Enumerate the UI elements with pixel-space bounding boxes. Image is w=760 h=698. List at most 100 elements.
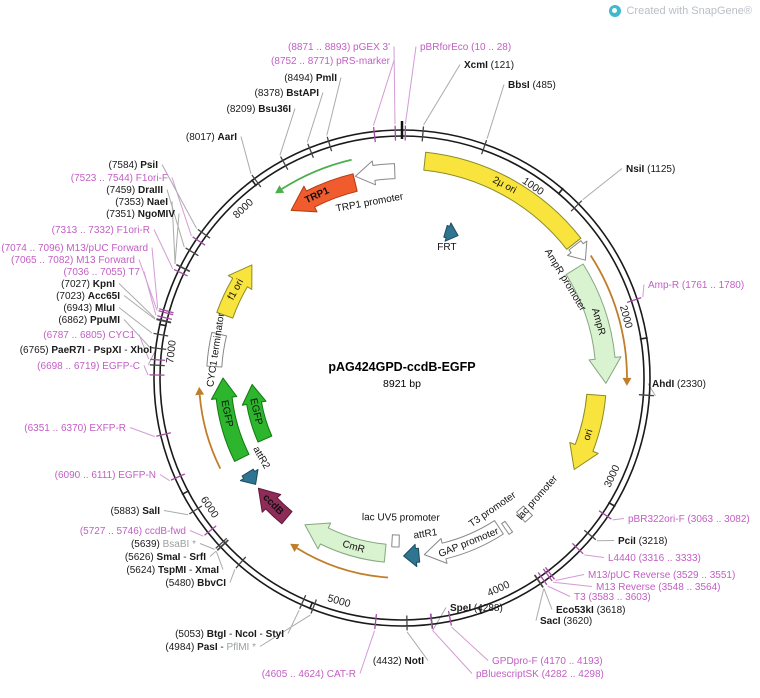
pointer-line-saci xyxy=(535,588,545,621)
site-label-prs-marker[interactable]: (8752 .. 8771) pRS-marker xyxy=(271,56,391,67)
site-label-m13-forward[interactable]: (7065 .. 7082) M13 Forward xyxy=(11,255,135,266)
feature-egfp-inner[interactable] xyxy=(241,384,273,443)
site-label-ahdi[interactable]: AhdI (2330) xyxy=(652,379,706,390)
site-label-m13-reverse[interactable]: M13 Reverse (3548 .. 3564) xyxy=(596,582,721,593)
site-label-bstapi[interactable]: (8378) BstAPI xyxy=(255,88,320,99)
site-label-m13-puc-reverse[interactable]: M13/pUC Reverse (3529 .. 3551) xyxy=(588,570,735,581)
feature-label-ori[interactable]: ori xyxy=(582,428,596,442)
feature-label-egfp[interactable]: EGFP xyxy=(218,399,234,428)
feature-label-attr1[interactable]: attR1 xyxy=(413,527,439,541)
pointer-line-bsabi xyxy=(199,543,215,550)
site-tick-ppumi xyxy=(151,346,167,351)
site-tick-pbr322ori-f xyxy=(598,510,612,520)
site-label-smai-srfi[interactable]: (5626) SmaI - SrfI xyxy=(125,552,206,563)
feature-lac-promoter[interactable] xyxy=(516,505,533,523)
feature-t3-promoter[interactable] xyxy=(501,520,514,535)
pointer-line-bstapi xyxy=(306,92,324,143)
site-label-acc65i[interactable]: (7023) Acc65I xyxy=(56,291,120,302)
feature-attr1[interactable] xyxy=(403,543,421,568)
feature-label-lac-uv5-promoter[interactable]: lac UV5 promoter xyxy=(362,512,441,524)
site-label-bbvci[interactable]: (5480) BbvCI xyxy=(165,578,226,589)
site-label-ccdb-fwd[interactable]: (5727 .. 5746) ccdB-fwd xyxy=(80,526,186,537)
site-tick-xcmi xyxy=(421,126,425,142)
site-label-saci[interactable]: SacI (3620) xyxy=(540,616,592,627)
pointer-line-gpdpro-f xyxy=(451,626,489,661)
site-label-l4440[interactable]: L4440 (3316 .. 3333) xyxy=(608,553,701,564)
feature-label-attr2[interactable]: attR2 xyxy=(250,445,272,472)
site-tick-paer7i-pspxi-xhoi xyxy=(149,364,165,367)
feature-trp1-promoter[interactable] xyxy=(354,160,396,186)
feature-trp1[interactable] xyxy=(290,173,358,213)
site-label-ppumi[interactable]: (6862) PpuMI xyxy=(58,315,120,326)
site-tick-prs-marker xyxy=(372,127,376,143)
feature-frt[interactable] xyxy=(443,222,459,242)
scale-tick-1000 xyxy=(557,187,564,195)
site-label-m13-puc-forward[interactable]: (7074 .. 7096) M13/pUC Forward xyxy=(1,243,148,254)
feature-ampr-promoter[interactable] xyxy=(567,240,588,261)
site-label-paer7i-pspxi-xhoi[interactable]: (6765) PaeR7I - PspXI - XhoI xyxy=(20,345,153,356)
site-label-pmli[interactable]: (8494) PmlI xyxy=(284,73,337,84)
site-label-cyc1[interactable]: (6787 .. 6805) CYC1 xyxy=(43,330,135,341)
site-label-xcmi[interactable]: XcmI (121) xyxy=(464,60,514,71)
feature-two-micron-ori[interactable] xyxy=(423,151,582,250)
site-label-noti[interactable]: (4432) NotI xyxy=(373,656,424,667)
site-label-naei[interactable]: (7353) NaeI xyxy=(115,197,168,208)
site-label-draiii[interactable]: (7459) DraIII xyxy=(106,185,163,196)
pointer-line-mlui xyxy=(118,307,153,334)
feature-ampr[interactable] xyxy=(565,263,622,384)
site-label-f1ori-r[interactable]: (7313 .. 7332) F1ori-R xyxy=(52,225,150,236)
pointer-line-cat-r xyxy=(359,630,376,674)
site-label-cat-r[interactable]: (4605 .. 4624) CAT-R xyxy=(262,669,356,680)
site-label-exfp-r[interactable]: (6351 .. 6370) EXFP-R xyxy=(24,423,126,434)
site-label-pbrforeco[interactable]: pBRforEco (10 .. 28) xyxy=(420,42,511,53)
site-tick-psii xyxy=(197,228,211,239)
site-label-pbluescriptsk[interactable]: pBluescriptSK (4282 .. 4298) xyxy=(476,669,604,680)
site-label-f1ori-f[interactable]: (7523 .. 7544) F1ori-F xyxy=(71,173,168,184)
site-label-eco53ki[interactable]: Eco53kI (3618) xyxy=(556,605,626,616)
site-label-gpdpro-f[interactable]: GPDpro-F (4170 .. 4193) xyxy=(492,656,603,667)
pointer-line-amp-r xyxy=(642,284,645,298)
feature-ori[interactable] xyxy=(569,393,607,470)
site-label-nsii[interactable]: NsiI (1125) xyxy=(626,164,675,175)
site-label-ngomiv[interactable]: (7351) NgoMIV xyxy=(106,209,175,220)
feature-ccdb[interactable] xyxy=(257,487,293,525)
feature-gap-promoter[interactable] xyxy=(423,520,504,564)
site-label-kpni[interactable]: (7027) KpnI xyxy=(61,279,115,290)
site-label-mlui[interactable]: (6943) MluI xyxy=(63,303,115,314)
site-label-bsu36i[interactable]: (8209) Bsu36I xyxy=(227,104,292,115)
site-label-tspmi-xmai[interactable]: (5624) TspMI - XmaI xyxy=(126,565,219,576)
feature-egfp[interactable] xyxy=(210,377,250,462)
scale-tick-4000 xyxy=(478,606,483,615)
site-label-t3[interactable]: T3 (3583 .. 3603) xyxy=(574,592,651,603)
pointer-line-f1ori-r xyxy=(153,229,174,270)
site-label-spei[interactable]: SpeI (4288) xyxy=(450,603,503,614)
site-label-amp-r[interactable]: Amp-R (1761 .. 1780) xyxy=(648,280,744,291)
feature-lac-uv5-promoter[interactable] xyxy=(391,534,400,548)
site-label-aari[interactable]: (8017) AarI xyxy=(186,132,237,143)
site-tick-gpdpro-f xyxy=(447,610,453,626)
site-label-pcii[interactable]: PciI (3218) xyxy=(618,536,667,547)
site-label-sali[interactable]: (5883) SalI xyxy=(111,506,161,517)
feature-cyc1-terminator[interactable] xyxy=(206,331,227,368)
site-label-pasi-pflmi[interactable]: (4984) PasI - PflMI * xyxy=(165,642,256,653)
site-label-egfp-c[interactable]: (6698 .. 6719) EGFP-C xyxy=(37,361,140,372)
scale-label-8000: 8000 xyxy=(231,196,256,221)
pointer-line-acc65i xyxy=(123,295,156,320)
feature-attr2[interactable] xyxy=(239,468,259,485)
orf-arc-ampr-arrowhead xyxy=(622,377,632,386)
site-label-psii[interactable]: (7584) PsiI xyxy=(109,160,159,171)
site-label-btgi-ncoi-styi[interactable]: (5053) BtgI - NcoI - StyI xyxy=(175,629,284,640)
feature-f1-ori[interactable] xyxy=(216,264,253,319)
site-label-pbr322ori-f[interactable]: pBR322ori-F (3063 .. 3082) xyxy=(628,514,750,525)
feature-label-frt[interactable]: FRT xyxy=(437,242,456,253)
feature-label-lac-promoter[interactable]: lac promoter xyxy=(515,473,561,522)
site-label-pgex-3[interactable]: (8871 .. 8893) pGEX 3' xyxy=(288,42,390,53)
site-label-bbsi[interactable]: BbsI (485) xyxy=(508,80,556,91)
site-tick-bbvci xyxy=(235,556,247,569)
site-label-t7[interactable]: (7036 .. 7055) T7 xyxy=(63,267,140,278)
site-label-egfp-n[interactable]: (6090 .. 6111) EGFP-N xyxy=(55,470,156,481)
feature-cmr[interactable] xyxy=(304,522,387,563)
site-label-bsabi[interactable]: (5639) BsaBI * xyxy=(131,539,196,550)
